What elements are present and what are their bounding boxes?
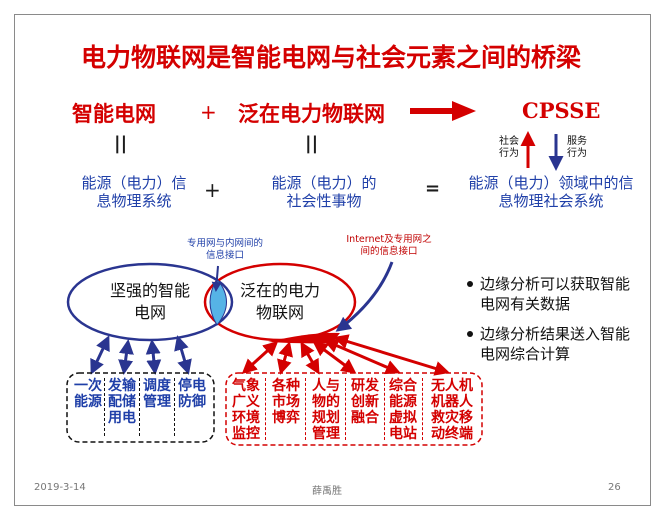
slide-title: 电力物联网是智能电网与社会元素之间的桥梁 [80,43,581,72]
box-human-object-planning: 人与物的规划管理 [312,378,340,442]
equals-sign: = [425,178,441,199]
equivalence-mark-left: || [114,133,128,154]
box-outage-defense: 停电防御 [178,378,206,410]
right-red-arrows [241,334,450,376]
ubiquitous-iot-label: 泛在的电力物联网 [240,281,321,322]
box-dispatch-management: 调度管理 [143,378,171,410]
footer-author: 薛禹胜 [312,486,342,497]
box-primary-energy: 一次能源 [74,378,102,410]
strong-smart-grid-label: 坚强的智能电网 [110,281,191,322]
left-separator-1 [104,378,106,436]
right-domains-container [225,372,483,446]
bullet-edge-analysis-feed: 边缘分析结果送入智能电网综合计算 [480,325,631,363]
cyber-physical-system-text: 能源（电力）信息物理系统 [81,174,187,210]
box-virtual-power-plant: 综合能源虚拟电站 [389,378,417,442]
bullet-dot-1 [467,281,473,287]
plus-sign-top: + [200,100,217,124]
right-separator-3 [345,378,347,440]
box-rnd-innovation: 研发创新融合 [351,378,379,426]
footer-page-number: 26 [608,482,621,493]
slide-frame [14,14,651,506]
left-blue-arrows [90,335,192,375]
right-separator-4 [384,378,386,440]
box-generation-transmission: 发输配储用电 [108,378,136,426]
social-behavior-label: 社会行为 [499,136,519,159]
equivalence-mark-middle: || [305,133,319,154]
social-affairs-text: 能源（电力）的社会性事物 [271,174,377,210]
ubiquitous-iot-heading: 泛在电力物联网 [238,102,385,126]
box-drones-robots: 无人机机器人救灾移动终端 [431,378,473,442]
box-market-games: 各种市场博弈 [272,378,300,426]
bullet-edge-analysis-acquire: 边缘分析可以获取智能电网有关数据 [480,275,631,313]
private-network-interface-note: 专用网与内网间的信息接口 [186,238,263,261]
left-domains-container [66,372,215,443]
plus-sign-bottom: + [204,178,221,202]
right-interface-pointer [335,261,394,332]
left-separator-3 [174,378,176,436]
big-red-arrow [410,101,476,121]
cpsse-heading: CPSSE [522,98,601,123]
smart-grid-heading: 智能电网 [72,102,156,126]
box-weather-environment: 气象广义环境监控 [232,378,260,442]
bullet-dot-2 [467,331,473,337]
footer-date: 2019-3-14 [34,482,86,493]
left-interface-pointer [211,265,222,292]
service-behavior-label: 服务行为 [567,136,587,159]
internet-interface-note: Internet及专用网之间的信息接口 [346,234,432,257]
red-hub-wedge [268,332,340,344]
right-separator-5 [422,378,424,440]
left-separator-2 [139,378,141,436]
right-separator-2 [305,378,307,440]
cpsse-definition-text: 能源（电力）领域中的信息物理社会系统 [468,174,634,210]
right-separator-1 [265,378,267,440]
